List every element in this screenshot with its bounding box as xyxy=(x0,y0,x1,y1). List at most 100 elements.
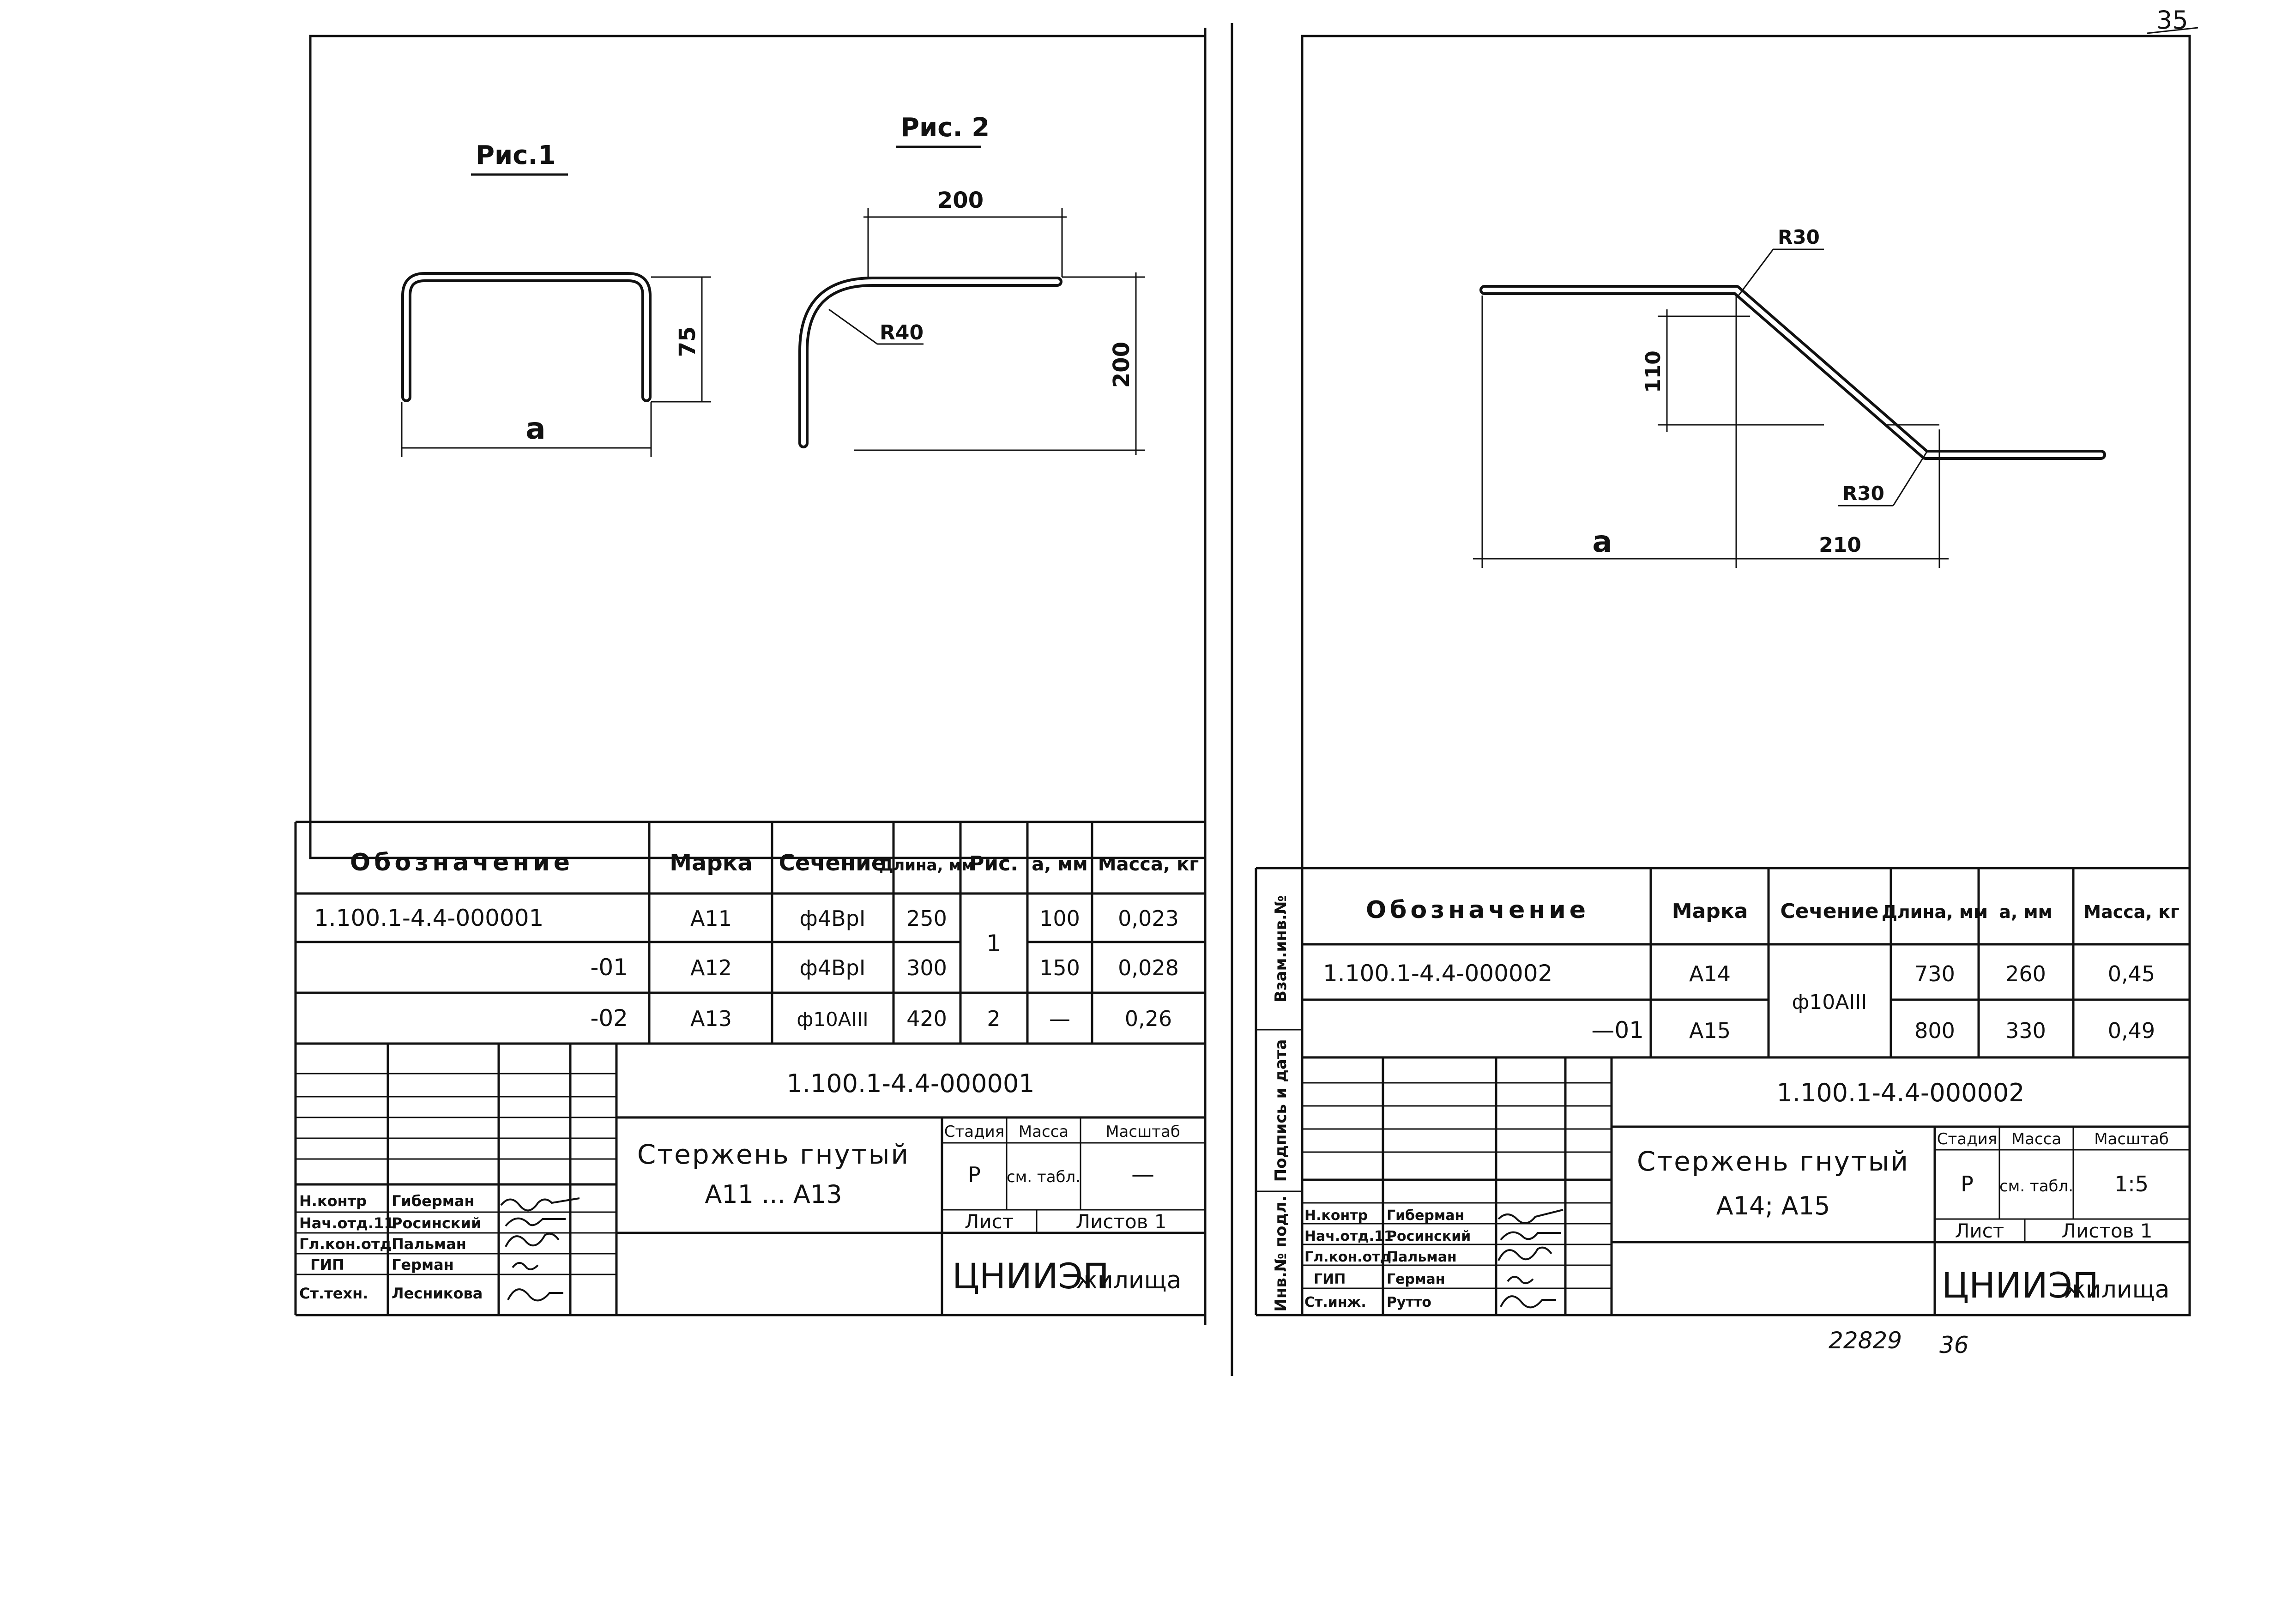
left-sig-role-2: Нач.отд.11 xyxy=(299,1214,394,1232)
right-col-mass: Масса, кг xyxy=(2083,902,2179,922)
page-number-underline xyxy=(2147,27,2198,34)
left-sig-name-1: Гиберман xyxy=(392,1192,475,1210)
left-spec-table: Обозначение Марка Сечение Длина, мм Рис.… xyxy=(296,822,1205,1045)
fig1-height-value: 75 xyxy=(675,326,700,357)
left-col-mark: Марка xyxy=(670,850,752,876)
left-sig-name-4: Герман xyxy=(392,1256,454,1274)
right-sheet-label: Лист xyxy=(1955,1220,2004,1242)
right-mass-value: см. табл. xyxy=(1999,1177,2073,1195)
right-row2-length: 800 xyxy=(1914,1018,1955,1043)
right-col-designation: Обозначение xyxy=(1366,896,1589,924)
right-stage-header: Стадия xyxy=(1937,1130,1997,1148)
right-r-top-leader xyxy=(1738,249,1774,296)
left-doc-code: 1.100.1-4.4-000001 xyxy=(786,1069,1034,1098)
left-col-length: Длина, мм xyxy=(879,856,974,875)
right-signature-1 xyxy=(1497,1209,1564,1224)
right-sig-role-3: Гл.кон.отд. xyxy=(1304,1249,1396,1265)
right-sig-name-1: Гиберман xyxy=(1387,1207,1464,1224)
left-signature-3 xyxy=(505,1232,560,1247)
left-row1-mass: 0,023 xyxy=(1118,906,1179,931)
right-signature-4 xyxy=(1507,1276,1534,1284)
fig1-rod xyxy=(401,272,652,402)
fig2-radius-leader xyxy=(828,308,878,345)
right-row1-length: 730 xyxy=(1914,961,1955,986)
right-signature-5 xyxy=(1500,1295,1556,1309)
left-title-block: 1.100.1-4.4-000001 Стержень гнутый А11 .… xyxy=(296,1044,1205,1315)
fig2-radius-value: R40 xyxy=(880,321,924,344)
left-row2-designation: -01 xyxy=(590,954,628,981)
right-sheet: Взам.инв.№ Подпись и дата Инв.№ подл. a … xyxy=(1255,35,2191,1316)
left-row3-section: ф10АIII xyxy=(797,1008,868,1031)
left-row1-designation: 1.100.1-4.4-000001 xyxy=(314,905,543,931)
fig2-rod xyxy=(798,277,1062,448)
right-dim-run: 210 xyxy=(1819,533,1861,557)
right-sheets-label: Листов 1 xyxy=(2062,1220,2153,1242)
fig1-width-value: a xyxy=(525,412,545,446)
right-r-bottom-leader xyxy=(1892,450,1929,506)
left-row3-length: 420 xyxy=(906,1006,947,1031)
left-row1-fig: 1 xyxy=(986,930,1001,957)
left-row2-mark: А12 xyxy=(690,955,732,980)
left-row3-mass: 0,26 xyxy=(1125,1006,1172,1031)
right-row1-section: ф10АIII xyxy=(1792,990,1867,1014)
left-stage-header: Стадия xyxy=(944,1123,1004,1141)
fig2-top-value: 200 xyxy=(937,187,984,213)
right-stage-value: Р xyxy=(1961,1171,1974,1196)
right-row2-a: 330 xyxy=(2005,1018,2046,1043)
left-row1-mark: А11 xyxy=(690,906,732,931)
left-sig-role-1: Н.контр xyxy=(299,1192,367,1210)
left-row3-a: — xyxy=(1049,1006,1070,1031)
left-col-mass: Масса, кг xyxy=(1098,854,1199,875)
right-col-mark: Марка xyxy=(1672,900,1748,923)
right-stamp-inventory: Инв.№ подл. xyxy=(1272,1195,1290,1311)
right-row1-mass: 0,45 xyxy=(2108,961,2155,986)
right-rod xyxy=(1479,285,2106,460)
left-row2-mass: 0,028 xyxy=(1118,955,1179,980)
right-row2-designation: —01 xyxy=(1591,1017,1644,1044)
right-scale-value: 1:5 xyxy=(2114,1171,2149,1196)
left-stage-value: Р xyxy=(968,1162,981,1187)
left-row2-section: ф4ВрI xyxy=(800,955,866,980)
left-sig-role-5: Ст.техн. xyxy=(299,1285,368,1302)
left-org: ЦНИИЭП xyxy=(952,1256,1109,1297)
left-col-a: a, мм xyxy=(1032,854,1088,875)
right-stamp-signature: Подпись и дата xyxy=(1272,1039,1290,1182)
right-signature-3 xyxy=(1497,1246,1552,1261)
left-col-designation: Обозначение xyxy=(350,849,574,876)
right-sig-role-5: Ст.инж. xyxy=(1304,1294,1366,1310)
right-sig-role-4: ГИП xyxy=(1314,1271,1346,1287)
right-stamp-replacement: Взам.инв.№ xyxy=(1272,895,1290,1002)
right-title-line2: А14; А15 xyxy=(1716,1191,1830,1220)
left-row3-fig: 2 xyxy=(987,1006,1000,1031)
left-col-section: Сечение xyxy=(779,850,887,876)
right-sig-name-3: Пальман xyxy=(1387,1249,1457,1265)
left-row2-length: 300 xyxy=(906,955,947,980)
right-col-length: Длина, мм xyxy=(1882,902,1988,922)
right-org: ЦНИИЭП xyxy=(1942,1265,2099,1306)
fig1-rod-inner xyxy=(404,275,649,399)
left-signature-2 xyxy=(505,1217,566,1227)
right-row2-mark: А15 xyxy=(1689,1018,1731,1043)
left-org-suffix: жилища xyxy=(1076,1267,1182,1294)
left-signature-5 xyxy=(507,1288,563,1302)
left-scale-header: Масштаб xyxy=(1105,1123,1180,1141)
left-signature-4 xyxy=(512,1262,539,1270)
left-sheet-frame xyxy=(309,35,1207,859)
right-mass-header: Масса xyxy=(2011,1130,2061,1148)
right-row1-designation: 1.100.1-4.4-000002 xyxy=(1323,960,1552,987)
right-sig-name-5: Рутто xyxy=(1387,1294,1431,1310)
right-rod-inner xyxy=(1482,288,2103,457)
right-col-section: Сечение xyxy=(1780,900,1878,923)
right-org-suffix: жилища xyxy=(2064,1276,2170,1304)
right-scale-header: Масштаб xyxy=(2094,1130,2169,1148)
left-mass-value: см. табл. xyxy=(1007,1168,1081,1186)
right-sig-name-4: Герман xyxy=(1387,1271,1445,1287)
left-sheets-label: Листов 1 xyxy=(1076,1210,1167,1233)
left-row2-a: 150 xyxy=(1039,955,1080,980)
right-dim-height-value: 110 xyxy=(1642,350,1665,393)
right-r-bottom: R30 xyxy=(1842,482,1884,505)
left-sig-name-2: Росинский xyxy=(392,1214,481,1232)
bottom-number-right: 36 xyxy=(1939,1332,1969,1358)
fig2-label: Рис. 2 xyxy=(900,113,990,143)
